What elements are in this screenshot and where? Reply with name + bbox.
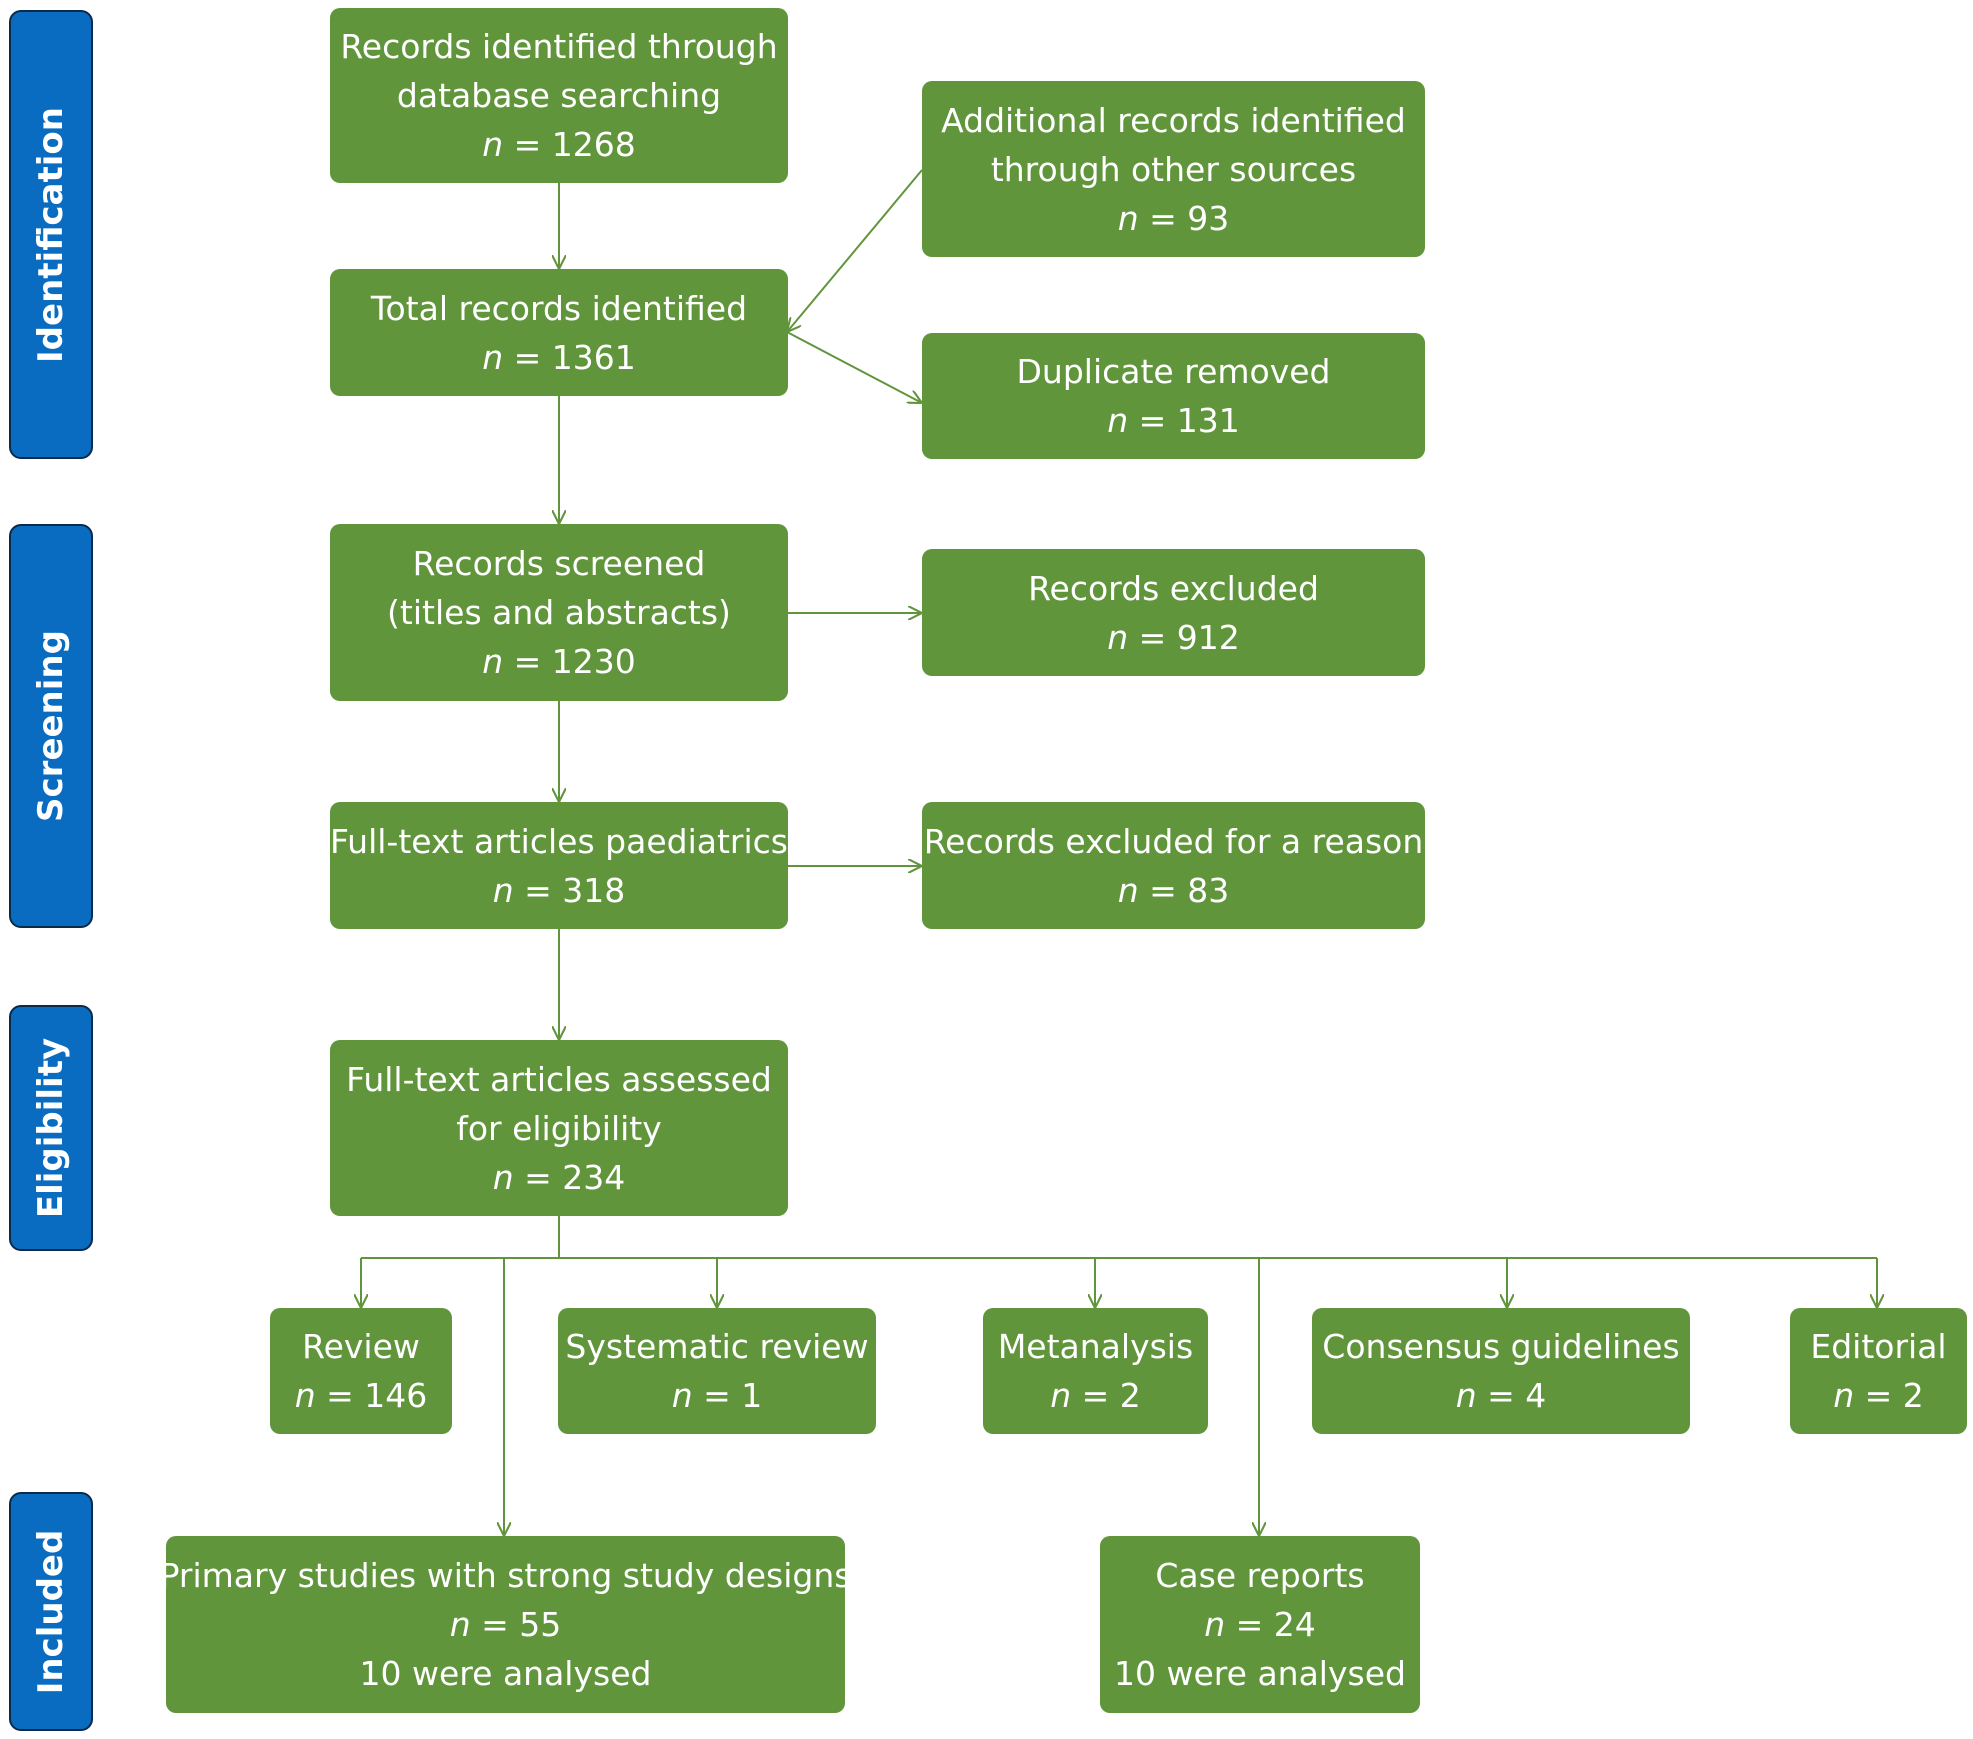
box-total-records: Total records identified n = 1361 — [330, 269, 788, 396]
n-symbol: n — [1107, 617, 1129, 657]
box-text: Records excluded — [1028, 568, 1319, 608]
box-count: n = 55 — [450, 1600, 562, 1649]
n-symbol: n — [1117, 870, 1139, 910]
box-text: Additional records identified — [941, 100, 1406, 140]
stage-label-identification: Identification — [31, 106, 71, 363]
box-count: n = 146 — [295, 1371, 428, 1420]
box-count: n = 912 — [1107, 613, 1240, 662]
count-value: = 83 — [1149, 870, 1230, 910]
n-symbol: n — [294, 1376, 316, 1415]
n-symbol: n — [1833, 1376, 1855, 1415]
n-symbol: n — [482, 337, 504, 377]
box-text: Full-text articles paediatrics — [330, 821, 788, 861]
count-value: = 912 — [1138, 617, 1240, 657]
stage-eligibility: Eligibility — [9, 1005, 93, 1251]
count-value: = 2 — [1081, 1376, 1141, 1415]
box-text: Records identified through — [340, 27, 778, 66]
n-symbol: n — [482, 642, 504, 681]
box-count: n = 83 — [1118, 866, 1230, 915]
box-records-screened: Records screened (titles and abstracts) … — [330, 524, 788, 701]
n-symbol: n — [449, 1605, 471, 1644]
box-count: n = 131 — [1107, 396, 1240, 445]
count-value: = 1361 — [513, 337, 636, 377]
count-value: = 146 — [326, 1376, 428, 1415]
stage-label-screening: Screening — [31, 630, 71, 822]
count-value: = 93 — [1149, 198, 1230, 238]
box-database-search: Records identified through database sear… — [330, 8, 788, 183]
box-count: n = 234 — [493, 1153, 626, 1202]
box-count: n = 2 — [1050, 1371, 1141, 1420]
box-text: database searching — [396, 76, 722, 115]
stage-included: Included — [9, 1492, 93, 1731]
arrow-total-to-duplicates — [786, 331, 922, 403]
arrow-other-to-total — [787, 169, 923, 332]
box-case-reports: Case reports n = 24 10 were analysed — [1100, 1536, 1420, 1713]
n-symbol: n — [1107, 401, 1129, 440]
n-symbol: n — [1204, 1605, 1226, 1644]
box-count: n = 24 — [1204, 1600, 1316, 1649]
count-value: = 318 — [524, 870, 626, 910]
n-symbol: n — [492, 1157, 514, 1197]
box-text: Metanalysis — [997, 1327, 1194, 1366]
box-editorial: Editorial n = 2 — [1790, 1308, 1967, 1434]
box-count: n = 4 — [1456, 1371, 1547, 1420]
box-text: Consensus guidelines — [1322, 1327, 1680, 1366]
box-metanalysis: Metanalysis n = 2 — [983, 1308, 1208, 1434]
box-count: n = 1230 — [482, 637, 636, 686]
box-records-excluded: Records excluded n = 912 — [922, 549, 1425, 676]
box-text: Records screened — [412, 544, 706, 583]
box-count: n = 93 — [1118, 194, 1230, 243]
box-text: for eligibility — [456, 1108, 662, 1148]
box-eligibility: Full-text articles assessed for eligibil… — [330, 1040, 788, 1216]
box-text: Records excluded for a reason — [923, 821, 1424, 861]
box-count: n = 1361 — [482, 333, 636, 382]
count-value: = 1 — [703, 1376, 763, 1415]
box-text: (titles and abstracts) — [387, 593, 731, 632]
stage-label-included: Included — [31, 1529, 71, 1694]
box-review: Review n = 146 — [270, 1308, 452, 1434]
box-text: through other sources — [990, 149, 1357, 189]
n-symbol: n — [482, 125, 504, 164]
box-other-sources: Additional records identified through ot… — [922, 81, 1425, 257]
box-count: n = 318 — [493, 866, 626, 915]
count-value: = 1230 — [513, 642, 636, 681]
n-symbol: n — [1050, 1376, 1072, 1415]
box-primary-studies: Primary studies with strong study design… — [160, 1536, 851, 1713]
n-symbol: n — [1117, 198, 1139, 238]
box-note: 10 were analysed — [359, 1654, 652, 1693]
stage-label-eligibility: Eligibility — [31, 1037, 71, 1219]
stage-screening: Screening — [9, 524, 93, 928]
count-value: = 24 — [1235, 1605, 1316, 1644]
box-consensus-guidelines: Consensus guidelines n = 4 — [1312, 1308, 1690, 1434]
box-text: Duplicate removed — [1016, 352, 1331, 391]
count-value: = 1268 — [513, 125, 636, 164]
box-duplicates-removed: Duplicate removed n = 131 — [922, 333, 1425, 459]
box-excluded-for-reason: Records excluded for a reason n = 83 — [922, 802, 1425, 929]
box-text: Total records identified — [370, 288, 748, 328]
box-text: Review — [302, 1327, 420, 1366]
box-note: 10 were analysed — [1114, 1654, 1406, 1693]
count-value: = 131 — [1138, 401, 1240, 440]
box-text: Editorial — [1810, 1327, 1947, 1366]
n-symbol: n — [1455, 1376, 1477, 1415]
box-count: n = 1 — [672, 1371, 763, 1420]
count-value: = 4 — [1487, 1376, 1547, 1415]
count-value: = 55 — [481, 1605, 562, 1644]
count-value: = 234 — [524, 1157, 626, 1197]
box-count: n = 1268 — [482, 120, 636, 169]
box-text: Primary studies with strong study design… — [159, 1556, 852, 1595]
box-text: Case reports — [1155, 1556, 1365, 1595]
box-count: n = 2 — [1833, 1371, 1924, 1420]
stage-identification: Identification — [9, 10, 93, 459]
n-symbol: n — [492, 870, 514, 910]
count-value: = 2 — [1864, 1376, 1924, 1415]
box-fulltext-paediatrics: Full-text articles paediatrics n = 318 — [330, 802, 788, 929]
box-text: Systematic review — [565, 1327, 869, 1366]
n-symbol: n — [671, 1376, 693, 1415]
box-text: Full-text articles assessed — [346, 1059, 772, 1099]
box-systematic-review: Systematic review n = 1 — [558, 1308, 876, 1434]
